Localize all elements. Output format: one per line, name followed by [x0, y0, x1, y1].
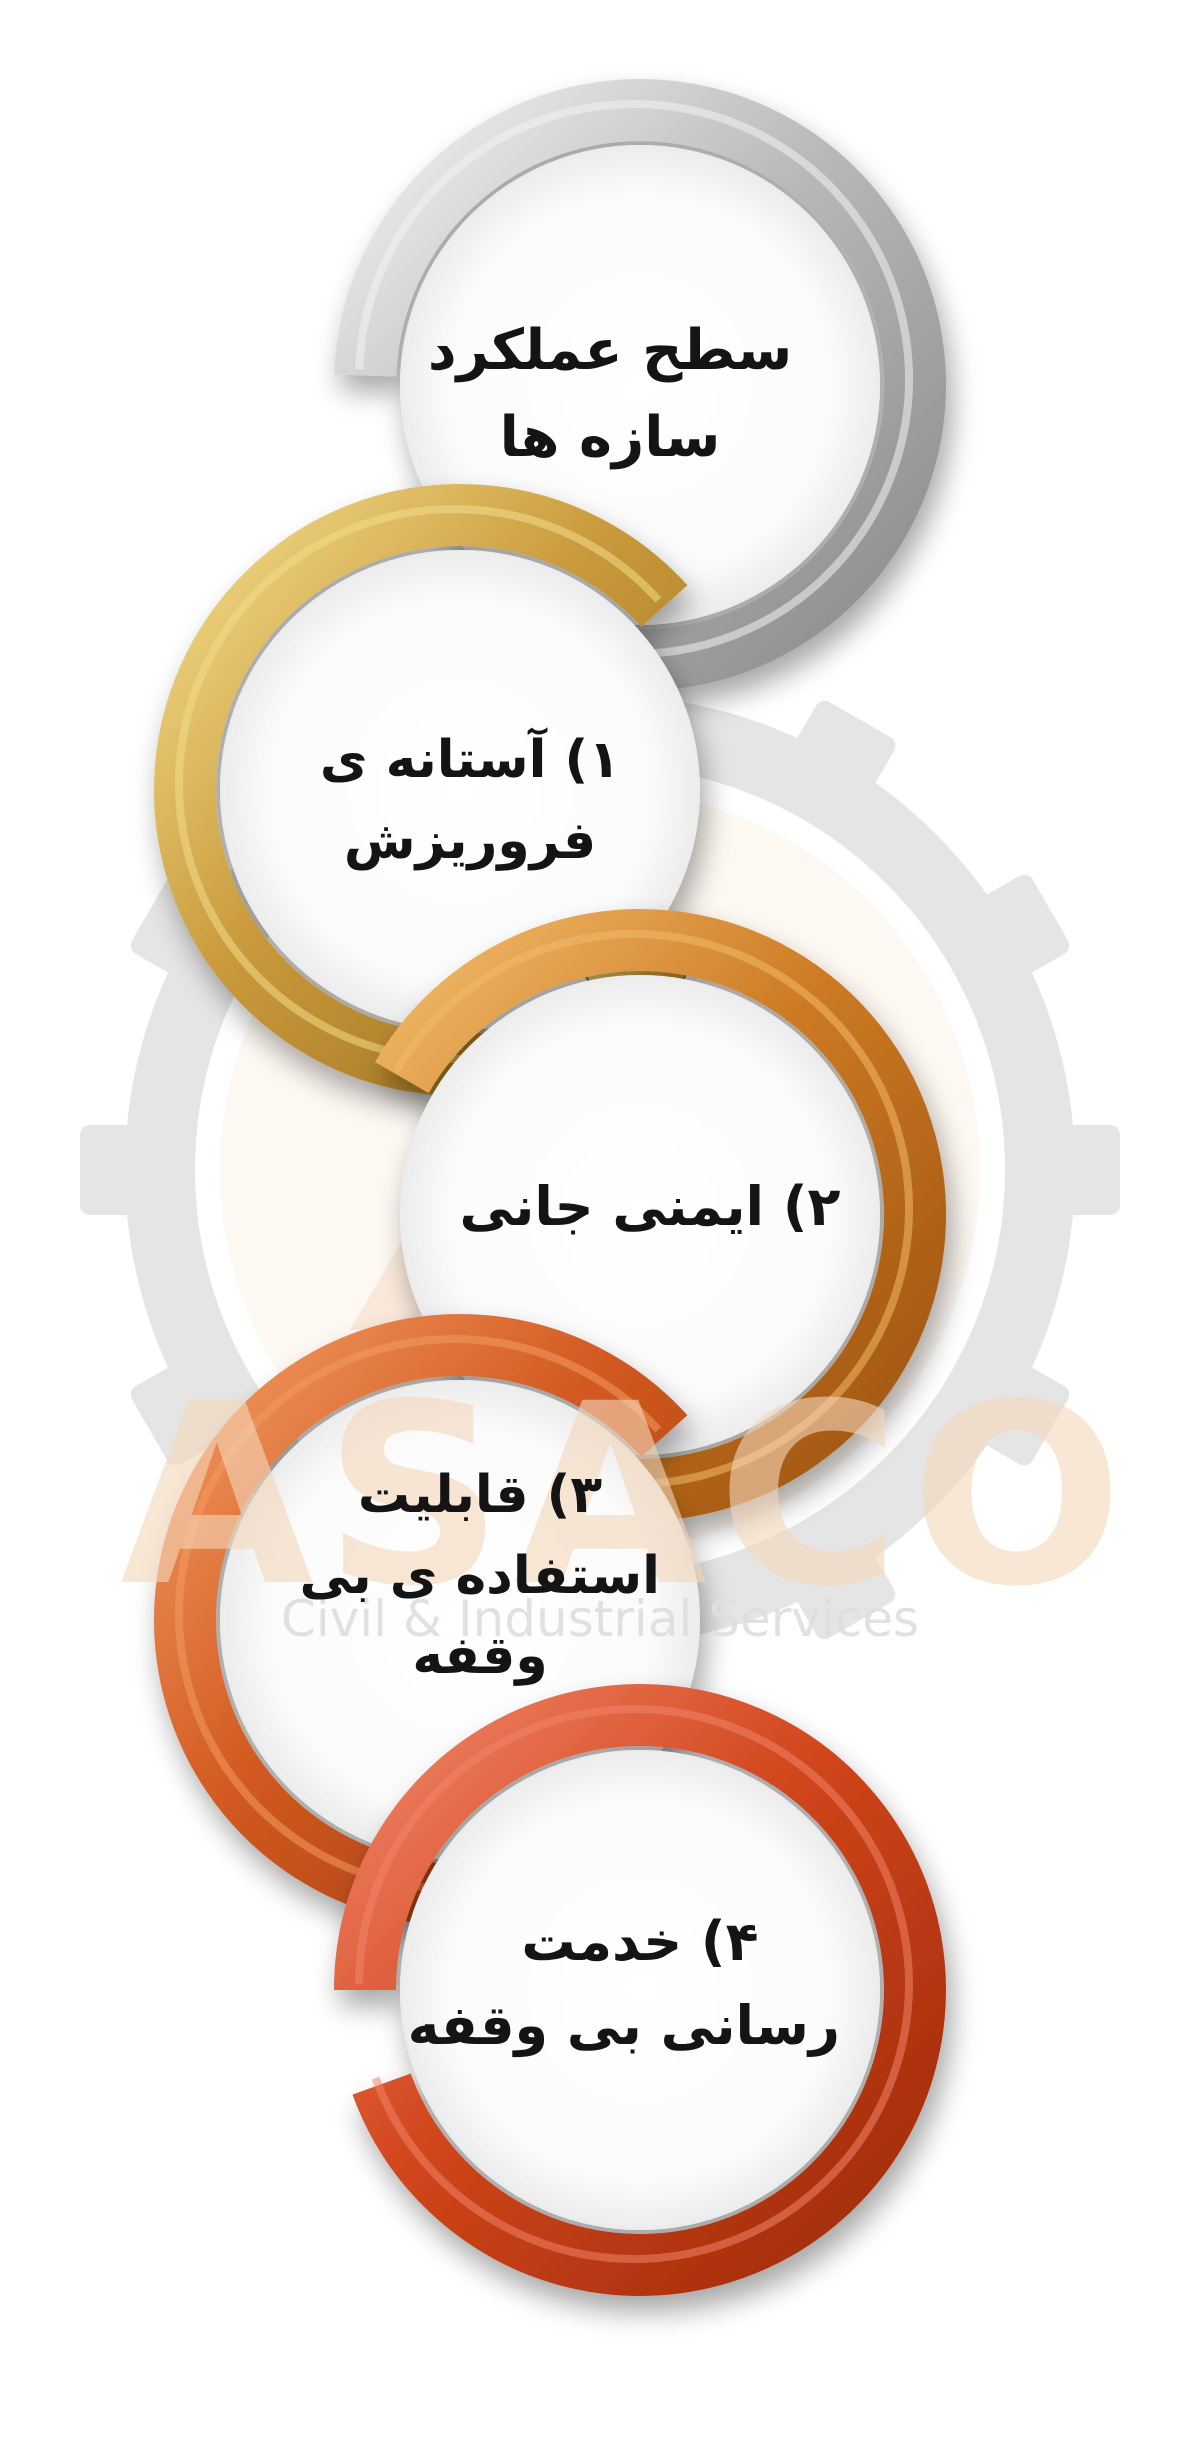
step-label-line: وقفه [412, 1626, 548, 1687]
step-label-line: سطح عملکرد [427, 318, 793, 383]
watermark-tagline: Civil & Industrial Services [280, 1590, 920, 1648]
watermark-logo-text: ASACO [120, 1350, 1134, 1641]
step-label-line: رسانی بی وقفه [407, 1993, 840, 2057]
step-label-line: سازه ها [499, 404, 721, 470]
step-label-line: ۱) آستانه ی [319, 730, 621, 790]
step-label-line: فروریزش [343, 810, 597, 871]
arrow-step-4 [334, 1684, 946, 2296]
step-label-line: ۳) قابلیت [357, 1465, 603, 1525]
step-label-performance-level: سطح عملکرد سازه ها [380, 308, 840, 482]
step-label-line: ۴) خدمت [521, 1910, 759, 1973]
arrows-layer [154, 79, 946, 2296]
step-label-line: استفاده ی بی [299, 1545, 660, 1606]
step-label-line: ۲) ایمنی جانی [459, 1175, 841, 1238]
step-label-life-safety: ۲) ایمنی جانی [440, 1165, 860, 1249]
step-label-operational: ۴) خدمت رسانی بی وقفه [407, 1900, 840, 2067]
step-label-collapse-prevention: ۱) آستانه ی فروریزش [300, 720, 640, 881]
step-label-immediate-occupancy: ۳) قابلیت استفاده ی بی وقفه [299, 1455, 660, 1697]
